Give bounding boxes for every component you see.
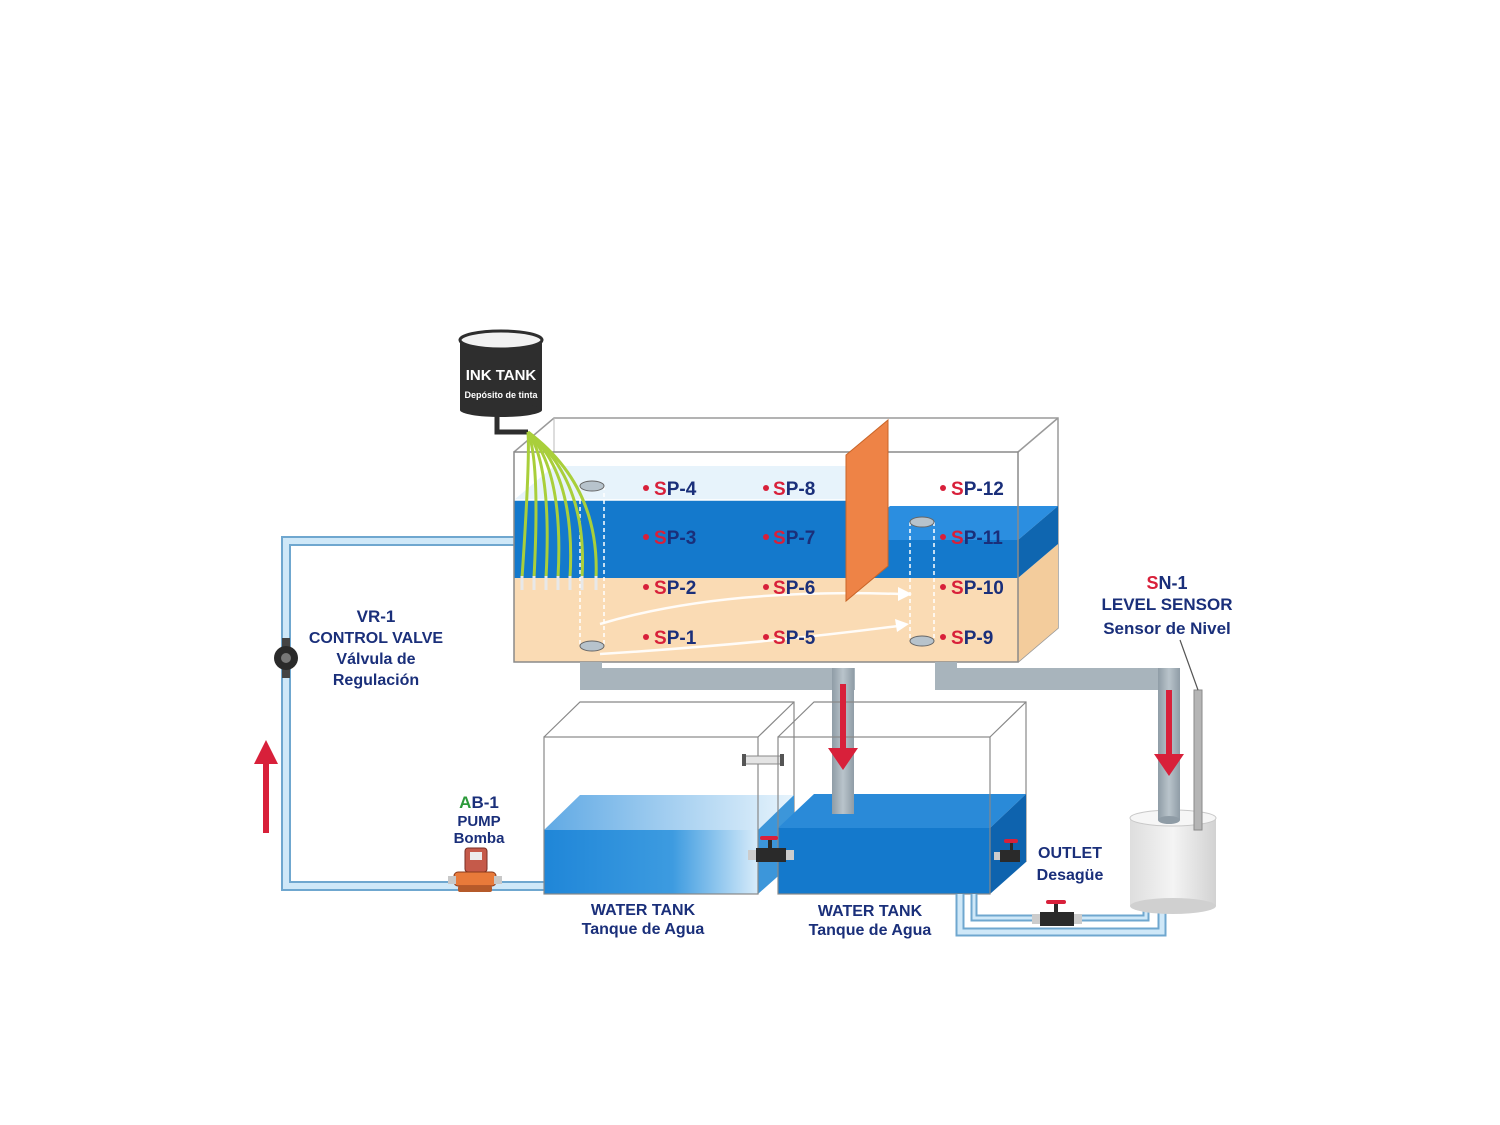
flow-arrow-icon [1154,690,1184,776]
svg-text:AB-1: AB-1 [459,793,499,812]
outlet-es: Desagüe [1037,867,1104,884]
probe-sp-8: SP-8 [763,479,815,500]
probe-sp-4: SP-4 [643,479,697,500]
outlet-standpipe [909,516,935,647]
level-sensor-code-rest: N-1 [1159,573,1188,593]
level-sensor-label: SN-1 LEVEL SENSOR Sensor de Nivel [1102,573,1233,638]
flow-arrow-icon [254,740,278,833]
svg-text:SP-5: SP-5 [773,628,816,649]
pump-code-rest: B-1 [471,793,498,812]
flow-arrow-icon [828,684,858,770]
water-tank-right-name: WATER TANK [818,903,923,920]
probe-sp-6: SP-6 [763,578,815,599]
svg-text:SP-12: SP-12 [951,479,1004,500]
level-sensor-code-prefix: S [1146,573,1158,593]
probe-labels: SP-4 SP-3 SP-2 SP-1 SP-8 SP-7 SP-6 SP-5 … [643,479,1004,649]
dye-injection-lines [520,430,598,579]
pump-es: Bomba [454,830,505,847]
svg-text:SP-9: SP-9 [951,628,993,649]
probe-sp-1: SP-1 [643,628,697,649]
svg-text:SP-4: SP-4 [654,479,697,500]
drain-pipe-tip [832,790,854,814]
tank-connector [742,754,784,766]
pump-name: PUMP [457,813,500,830]
svg-text:SP-11: SP-11 [951,528,1003,549]
control-valve-code: VR-1 [357,607,396,626]
outlet-label: OUTLET Desagüe [1037,845,1104,884]
probe-sp-12: SP-12 [940,479,1004,500]
water-tank-left-name: WATER TANK [591,902,696,919]
probe-sp-9: SP-9 [940,628,993,649]
ball-valve-icon[interactable] [748,836,794,862]
svg-text:SP-6: SP-6 [773,578,815,599]
pump-code-prefix: A [459,793,471,812]
control-valve-es-1: Válvula de [336,651,415,668]
water-tank-left-es: Tanque de Agua [582,921,705,938]
ball-valve-icon[interactable] [1032,900,1082,926]
water-tank-left [543,701,795,895]
svg-text:SP-10: SP-10 [951,578,1004,599]
svg-text:SN-1: SN-1 [1146,573,1187,593]
water-tank-right-label: WATER TANK Tanque de Agua [809,903,932,939]
baffle-plate [845,418,889,603]
inlet-standpipe [579,480,605,652]
level-reservoir [1129,790,1217,914]
recirculation-pipe [281,536,548,891]
water-tank-right-es: Tanque de Agua [809,922,932,939]
svg-text:SP-2: SP-2 [654,578,696,599]
probe-sp-2: SP-2 [643,578,696,599]
control-valve-label: VR-1 CONTROL VALVE Válvula de Regulación [309,607,444,689]
svg-text:SP-1: SP-1 [654,628,697,649]
probe-sp-5: SP-5 [763,628,816,649]
ink-tank-title: INK TANK [466,367,537,384]
control-valve-es-2: Regulación [333,672,419,689]
svg-text:SP-8: SP-8 [773,479,815,500]
level-sensor-probe [1179,639,1203,831]
probe-sp-11: SP-11 [940,528,1003,549]
control-valve-name: CONTROL VALVE [309,630,444,647]
pump-label: AB-1 PUMP Bomba [454,793,505,847]
outlet-name: OUTLET [1038,845,1102,862]
ball-valve-icon[interactable] [994,839,1020,862]
svg-text:SP-3: SP-3 [654,528,696,549]
level-sensor-name: LEVEL SENSOR [1102,595,1233,614]
valve-icon[interactable] [274,638,298,678]
level-sensor-es: Sensor de Nivel [1103,619,1231,638]
water-tank-left-label: WATER TANK Tanque de Agua [582,902,705,938]
probe-sp-3: SP-3 [643,528,696,549]
pump-icon[interactable] [448,847,502,892]
ink-tank-subtitle: Depósito de tinta [464,390,538,400]
dye-injectors [520,576,598,590]
ink-tank: INK TANK Depósito de tinta [458,329,544,435]
svg-text:SP-7: SP-7 [773,528,815,549]
probe-sp-10: SP-10 [940,578,1004,599]
probe-sp-7: SP-7 [763,528,815,549]
water-tank-right [777,701,1027,895]
